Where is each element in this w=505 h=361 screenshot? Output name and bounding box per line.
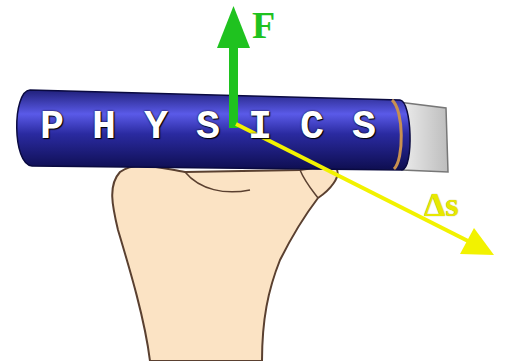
hand-crease xyxy=(185,172,250,192)
book-spine xyxy=(17,90,410,170)
hand-crease xyxy=(300,170,318,198)
displacement-arrowhead xyxy=(460,228,494,255)
displacement-label: Δs xyxy=(424,188,459,222)
force-label: F xyxy=(252,6,275,44)
force-arrowhead xyxy=(217,6,250,48)
spine-title: PHYSICS xyxy=(40,108,404,148)
hand xyxy=(112,165,337,361)
